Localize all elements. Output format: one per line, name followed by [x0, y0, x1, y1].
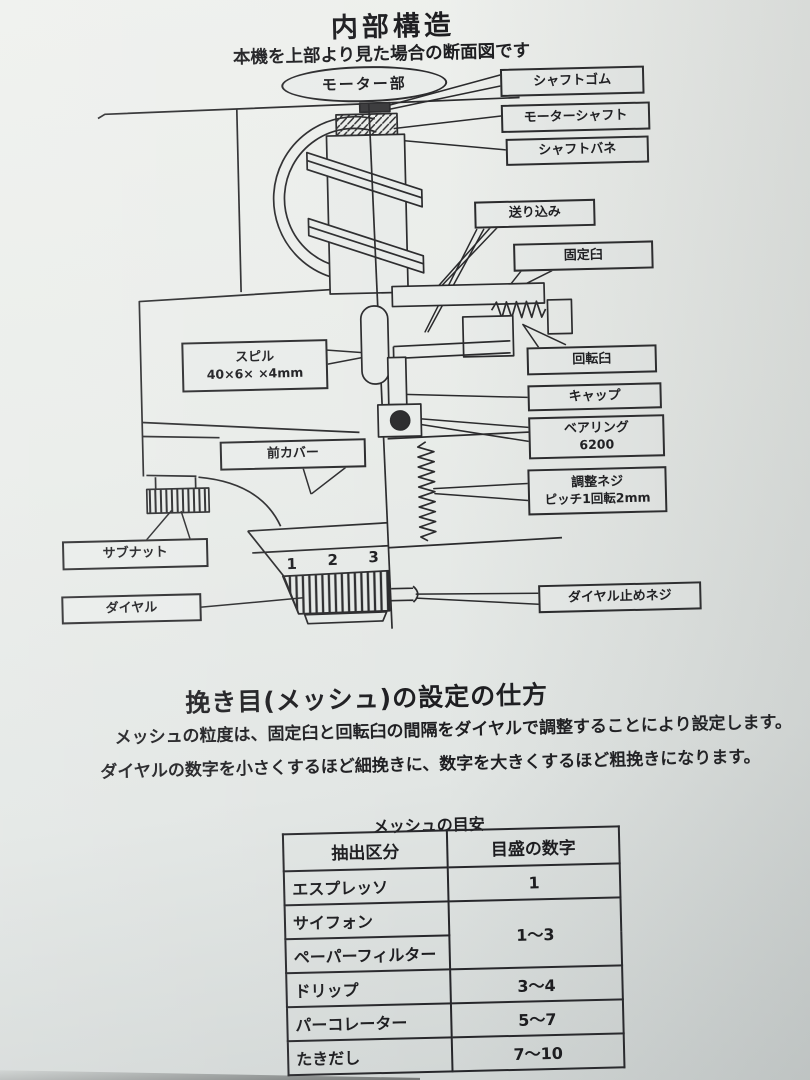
label-rotating-burr: 回転臼	[526, 344, 658, 376]
housing-left-vertical	[235, 109, 242, 293]
dial-number-3: 3	[368, 547, 380, 567]
row-label-percolator: パーコレーター	[286, 1003, 452, 1042]
shaft-rubber-part	[358, 101, 391, 114]
row-label-siphon: サイフォン	[284, 901, 450, 940]
shaft-spring-part	[335, 112, 399, 137]
label-fixed-burr: 固定臼	[513, 240, 654, 272]
dial-number-2: 2	[327, 550, 339, 570]
label-bearing: ベアリング 6200	[528, 414, 666, 460]
auger-column	[325, 133, 410, 295]
adjust-spring-vertical	[416, 441, 437, 542]
housing-body-outline	[138, 286, 373, 477]
subnut-part	[145, 487, 211, 515]
paper-edge-shadow	[0, 1070, 420, 1080]
label-adjust-screw: 調整ネジ ピッチ1回転2mm	[527, 466, 668, 516]
label-feed: 送り込み	[474, 198, 596, 229]
rotating-burr-block	[461, 314, 515, 358]
motor-housing-arc-outer	[272, 115, 375, 282]
dial-number-1: 1	[286, 554, 298, 574]
diagram-linework	[97, 74, 574, 629]
row-value-espresso: 1	[447, 863, 621, 902]
label-front-cover: 前カバー	[219, 438, 367, 471]
dial-foot	[303, 610, 388, 625]
column-header-brew-type: 抽出区分	[282, 830, 448, 872]
label-shaft-spring: シャフトバネ	[505, 135, 650, 166]
row-label-drip: ドリップ	[286, 969, 451, 1008]
housing-top-line	[97, 96, 520, 120]
label-sub-nut: サブナット	[61, 537, 209, 571]
front-cover-curve	[198, 476, 282, 527]
row-value-percolator: 5〜7	[450, 999, 624, 1038]
mesh-setting-text-line2: ダイヤルの数字を小さくするほど細挽きに、数字を大きくするほど粗挽きになります。	[100, 747, 761, 783]
shaft-channel	[386, 356, 408, 406]
dial-stop-screw-part	[391, 585, 419, 603]
label-dial: ダイヤル	[61, 593, 202, 625]
mesh-guide-table: 抽出区分 目盛の数字 エスプレッソ 1 サイフォン 1〜3 ペーパーフィルター …	[282, 825, 626, 1076]
row-label-espresso: エスプレッソ	[283, 867, 449, 906]
bearing-dot	[389, 410, 411, 431]
dial-rim-line-1	[247, 521, 388, 532]
label-dial-stop-screw: ダイヤル止めネジ	[538, 581, 702, 614]
fixed-burr-plate	[391, 282, 546, 308]
label-cap: キャップ	[527, 382, 662, 412]
adjust-block	[546, 298, 574, 335]
label-motor-shaft: モーターシャフト	[500, 101, 651, 133]
dial-knurling	[281, 569, 391, 615]
machine-outline	[97, 96, 574, 629]
row-value-drip: 3〜4	[450, 965, 623, 1004]
spill-capsule	[359, 305, 390, 385]
table-row: たきだし 7〜10	[287, 1033, 625, 1076]
dial-rim-line-2	[252, 544, 389, 554]
lower-plate	[392, 339, 511, 360]
row-label-takidashi: たきだし	[287, 1037, 453, 1076]
column-header-dial-number: 目盛の数字	[446, 826, 620, 868]
row-value-takidashi: 7〜10	[451, 1033, 625, 1072]
table-row: サイフォン 1〜3	[284, 897, 623, 970]
label-shaft-rubber: シャフトゴム	[499, 65, 645, 97]
row-value-siphon-paper: 1〜3	[448, 897, 623, 970]
label-spill: スピル 40×6× ×4mm	[181, 339, 329, 393]
cross-section-diagram: モーター部 シャフトゴム モーターシャフト シャフトバネ 送り込み 固定臼 回転…	[0, 51, 810, 670]
row-label-paper-filter: ペーパーフィルター	[285, 935, 451, 974]
